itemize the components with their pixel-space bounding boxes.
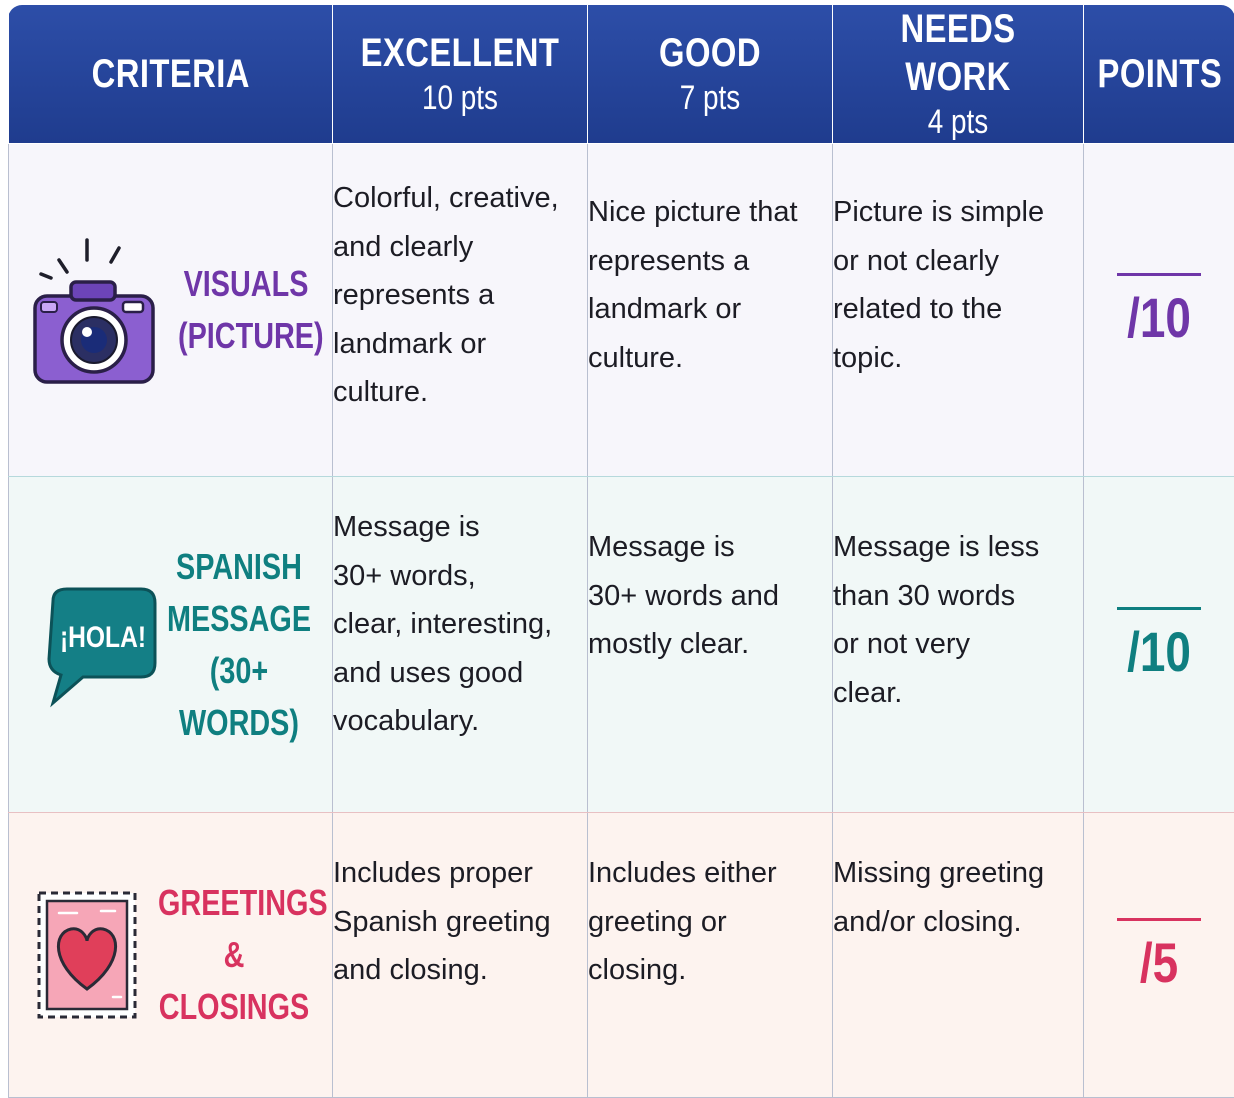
points-cell[interactable]: /5 <box>1084 813 1234 1098</box>
good-description: Nice picture that represents a landmark … <box>588 144 833 477</box>
points-cell[interactable]: /10 <box>1084 477 1234 813</box>
needs-work-description: Missing greeting and/or closing. <box>833 813 1084 1098</box>
score-blank-line[interactable] <box>1117 273 1201 276</box>
criteria-cell: GREETINGS & CLOSINGS <box>9 813 333 1098</box>
criteria-label: GREETINGS & CLOSINGS <box>158 877 310 1033</box>
good-description: Message is 30+ words and mostly clear. <box>588 477 833 813</box>
row-spanish-message: ¡HOLA! SPANISH MESSAGE (30+ WORDS) Messa… <box>9 477 1234 813</box>
excellent-description: Includes proper Spanish greeting and clo… <box>333 813 588 1098</box>
heart-stamp-icon <box>31 885 143 1025</box>
points-value: /5 <box>1098 933 1221 993</box>
points-cell[interactable]: /10 <box>1084 144 1234 477</box>
bubble-text: ¡HOLA! <box>60 619 146 653</box>
speech-bubble-icon: ¡HOLA! <box>31 575 161 715</box>
row-visuals: VISUALS (PICTURE) Colorful, creative, an… <box>9 144 1234 477</box>
needs-work-description: Message is less than 30 words or not ver… <box>833 477 1084 813</box>
good-description: Includes either greeting or closing. <box>588 813 833 1098</box>
criteria-cell: ¡HOLA! SPANISH MESSAGE (30+ WORDS) <box>9 477 333 813</box>
points-value: /10 <box>1098 622 1221 682</box>
row-greetings-closings: GREETINGS & CLOSINGS Includes proper Spa… <box>9 813 1234 1098</box>
criteria-label: SPANISH MESSAGE (30+ WORDS) <box>167 541 311 749</box>
excellent-description: Message is 30+ words, clear, interesting… <box>333 477 588 813</box>
excellent-description: Colorful, creative, and clearly represen… <box>333 144 588 477</box>
points-value: /10 <box>1098 288 1221 348</box>
score-blank-line[interactable] <box>1117 607 1201 610</box>
criteria-label: VISUALS (PICTURE) <box>178 258 314 362</box>
needs-work-description: Picture is simple or not clearly related… <box>833 144 1084 477</box>
header-points: POINTS <box>1084 5 1234 144</box>
score-blank-line[interactable] <box>1117 918 1201 921</box>
criteria-cell: VISUALS (PICTURE) <box>9 144 333 477</box>
camera-icon <box>31 230 161 390</box>
header-criteria: CRITERIA <box>9 5 333 144</box>
